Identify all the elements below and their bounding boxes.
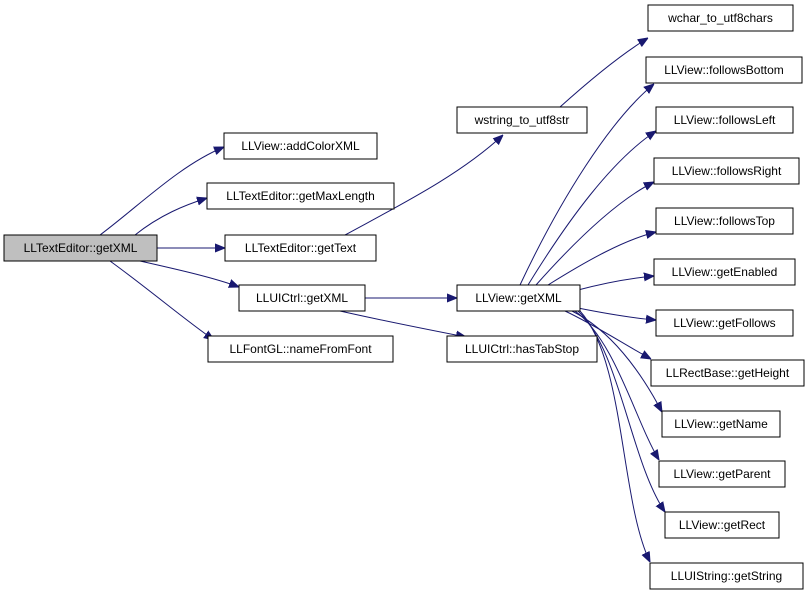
node-llview-followsright[interactable]: LLView::followsRight — [653, 157, 800, 185]
node-label: LLView::addColorXML — [241, 139, 360, 153]
node-label: LLUICtrl::getXML — [256, 291, 348, 305]
node-label: LLUICtrl::hasTabStop — [465, 342, 579, 356]
node-lltexteditor-getmaxlength[interactable]: LLTextEditor::getMaxLength — [206, 182, 395, 210]
node-llview-getxml[interactable]: LLView::getXML — [456, 284, 581, 312]
node-label: wchar_to_utf8chars — [667, 11, 773, 25]
node-label: wstring_to_utf8str — [474, 113, 570, 127]
node-label: LLView::followsRight — [672, 164, 782, 178]
node-label: LLView::followsLeft — [674, 113, 776, 127]
edge-view-getxml-to-getfollows — [577, 307, 656, 320]
edge-view-getxml-to-getheight — [564, 310, 651, 359]
node-lluictrl-hastabstop[interactable]: LLUICtrl::hasTabStop — [446, 335, 598, 363]
node-llview-getenabled[interactable]: LLView::getEnabled — [653, 258, 796, 286]
edge-gettexteditor-to-namefromfont — [109, 260, 214, 340]
node-llview-getname[interactable]: LLView::getName — [661, 410, 781, 438]
node-label: LLRectBase::getHeight — [666, 366, 790, 380]
node-lltexteditor-getxml[interactable]: LLTextEditor::getXML — [3, 234, 158, 262]
edge-view-getxml-to-getstring — [579, 310, 650, 562]
node-label: LLView::getName — [674, 417, 768, 431]
node-label: LLView::getXML — [475, 291, 562, 305]
edge-uictrl-getxml-to-hastabstop — [339, 310, 466, 337]
node-label: LLTextEditor::getXML — [24, 241, 138, 255]
edges-layer — [99, 38, 665, 562]
edge-view-getxml-to-followsleft — [527, 131, 656, 286]
node-llview-addcolorxml[interactable]: LLView::addColorXML — [223, 132, 378, 160]
node-llview-getfollows[interactable]: LLView::getFollows — [655, 309, 794, 337]
node-llview-getparent[interactable]: LLView::getParent — [658, 460, 786, 488]
node-lluistring-getstring[interactable]: LLUIString::getString — [649, 562, 804, 590]
node-lluictrl-getxml[interactable]: LLUICtrl::getXML — [238, 284, 366, 312]
edge-view-getxml-to-followstop — [547, 232, 656, 286]
node-label: LLView::getParent — [674, 467, 772, 481]
node-label: LLTextEditor::getMaxLength — [226, 189, 375, 203]
node-label: LLTextEditor::getText — [245, 241, 357, 255]
node-label: LLView::followsTop — [674, 214, 775, 228]
node-label: LLView::getEnabled — [672, 265, 778, 279]
edge-gettext-to-wstring — [344, 135, 503, 236]
node-llview-followsbottom[interactable]: LLView::followsBottom — [645, 56, 803, 84]
edge-gettexteditor-to-addcolorxml — [99, 147, 224, 236]
node-label: LLFontGL::nameFromFont — [229, 342, 372, 356]
node-lltexteditor-gettext[interactable]: LLTextEditor::getText — [224, 234, 377, 262]
edge-gettexteditor-to-getmaxlength — [134, 198, 207, 236]
node-llview-getrect[interactable]: LLView::getRect — [664, 511, 780, 539]
nodes-layer: LLTextEditor::getXML LLView::addColorXML… — [3, 4, 805, 590]
edge-wstring-to-wchar — [559, 38, 648, 108]
edge-gettexteditor-to-uictrl-getxml — [139, 260, 239, 287]
node-llrectbase-getheight[interactable]: LLRectBase::getHeight — [650, 359, 805, 387]
edge-view-getxml-to-getenabled — [577, 276, 654, 291]
node-llfontgl-namefromfont[interactable]: LLFontGL::nameFromFont — [207, 335, 394, 363]
node-llview-followstop[interactable]: LLView::followsTop — [655, 207, 794, 235]
edge-view-getxml-to-followsright — [535, 182, 654, 286]
node-llview-followsleft[interactable]: LLView::followsLeft — [655, 106, 794, 134]
node-wchar-to-utf8chars[interactable]: wchar_to_utf8chars — [647, 4, 794, 32]
node-wstring-to-utf8str[interactable]: wstring_to_utf8str — [456, 106, 588, 134]
node-label: LLUIString::getString — [671, 569, 782, 583]
edge-view-getxml-to-followsbottom — [519, 84, 654, 286]
node-label: LLView::getFollows — [673, 316, 775, 330]
node-label: LLView::followsBottom — [664, 63, 784, 77]
node-label: LLView::getRect — [679, 518, 766, 532]
